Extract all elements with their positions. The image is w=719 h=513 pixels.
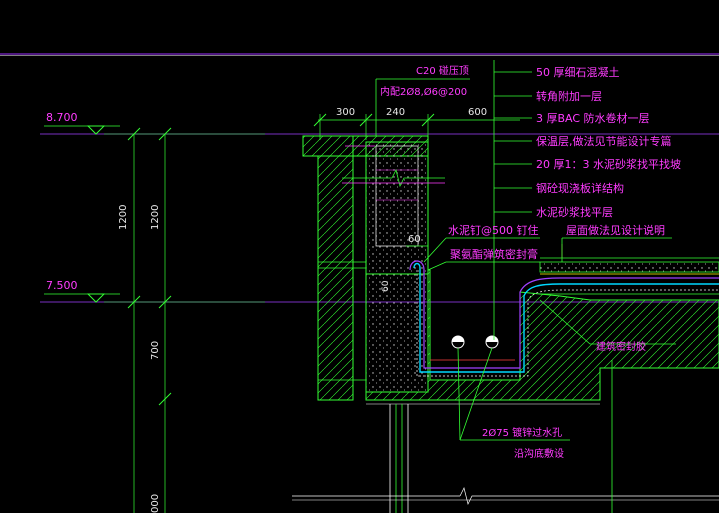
dim-gutter-60: 60 — [408, 234, 421, 245]
dim-outer-1200: 1200 — [118, 205, 129, 230]
coping-grade-text: C20 碰压顶 — [416, 64, 469, 77]
pipe-callout-text: 2Ø75 镀锌过水孔 — [482, 426, 562, 439]
parapet-core — [365, 141, 429, 393]
dim-300: 300 — [336, 107, 355, 118]
sealant-callout-text: 聚氨酯弹筑密封膏 — [450, 247, 538, 261]
vertical-dimension-inner — [158, 127, 172, 513]
break-line — [342, 168, 445, 188]
roof-note-text: 屋面做法见设计说明 — [566, 223, 665, 237]
layer-text-3: 保温层,做法见节能设计专篇 — [536, 134, 672, 148]
lower-column — [389, 404, 409, 513]
pipe-callout-leader — [457, 347, 570, 441]
viewport-border — [0, 53, 719, 56]
elevation-label-upper: 8.700 — [46, 111, 78, 124]
seal-glue-leader — [539, 299, 676, 345]
roof-insulation-layers — [539, 244, 719, 295]
layer-text-4: 20 厚1：3 水泥砂浆找平找坡 — [536, 157, 681, 171]
elevation-marker-lower: 7.500 — [44, 279, 265, 303]
dim-600: 600 — [468, 107, 487, 118]
nail-callout-leader — [423, 237, 540, 271]
layer-text-2: 3 厚BAC 防水卷材一层 — [536, 111, 650, 125]
bottom-break-line — [292, 486, 719, 506]
dim-240: 240 — [386, 107, 405, 118]
roof-note-leader — [561, 237, 672, 262]
layer-leader — [493, 60, 532, 340]
dim-700: 700 — [150, 341, 161, 360]
layer-text-6: 水泥砂浆找平层 — [536, 205, 613, 219]
seal-glue-text: 建筑密封胶 — [596, 340, 646, 353]
gutter-waterproofing — [409, 260, 719, 377]
layer-text-5: 钢砼现浇板详结构 — [536, 181, 624, 195]
dim-inner-1200: 1200 — [150, 205, 161, 230]
elevation-label-lower: 7.500 — [46, 279, 78, 292]
dim-wall-60: 60 — [381, 280, 391, 292]
elevation-marker-upper: 8.700 — [44, 111, 265, 135]
coping-rebar-text: 内配2Ø8,Ø6@200 — [380, 85, 467, 98]
layer-text-1: 转角附加一层 — [536, 89, 602, 103]
pipe-note-text: 沿沟底敷设 — [514, 447, 564, 460]
vertical-dimension-outer — [127, 127, 141, 513]
dim-bottom: 000 — [150, 494, 161, 513]
nail-callout-text: 水泥钉@500 钉住 — [448, 223, 539, 237]
coping-note-leader — [375, 78, 470, 136]
outer-wall — [317, 155, 366, 401]
layer-text-0: 50 厚细石混凝土 — [536, 65, 620, 79]
